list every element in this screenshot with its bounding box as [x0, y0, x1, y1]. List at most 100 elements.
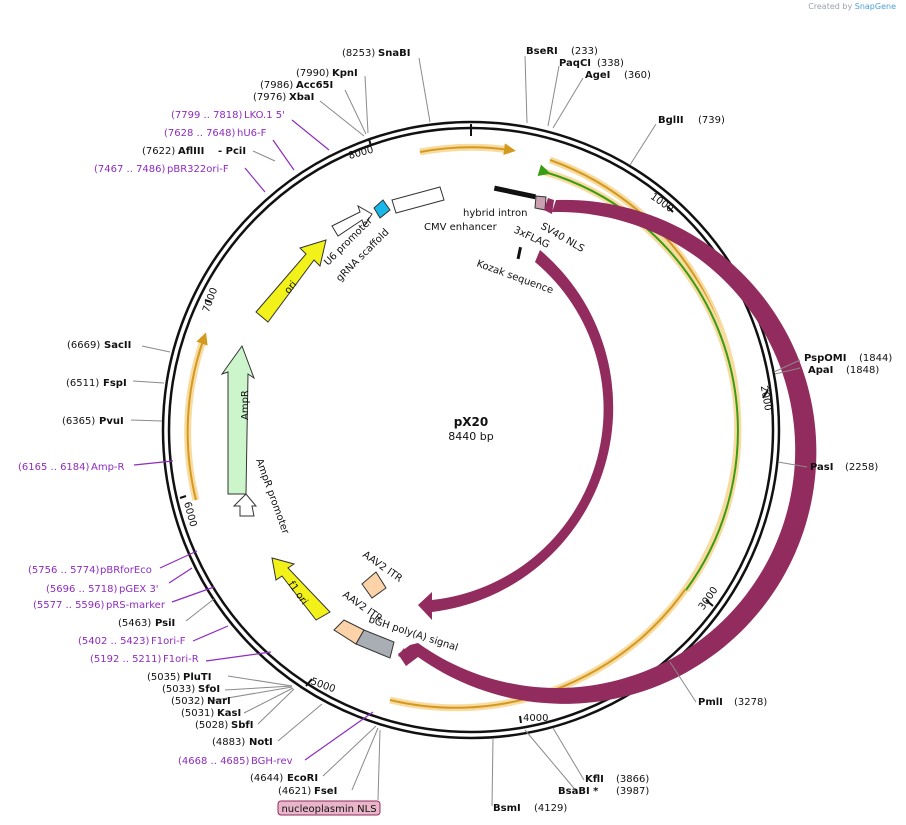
cas9-tail-feature — [398, 648, 408, 660]
site-name: SacII — [104, 340, 131, 351]
site-pos: (4883) — [212, 737, 245, 748]
primer-range: (7799 .. 7818) — [171, 110, 243, 121]
site-pos: (7976) — [253, 92, 286, 103]
primer-name: Amp-R — [91, 462, 125, 473]
site-pos: (3278) — [734, 697, 767, 708]
backbone-outer — [161, 120, 781, 740]
primer-range: (5192 .. 5211) — [90, 654, 162, 665]
primer-range: (5577 .. 5596) — [33, 600, 105, 611]
primer-name: F1ori-R — [163, 654, 199, 665]
site-pos: (3866) — [616, 774, 649, 785]
primer-name: pRS-marker — [106, 600, 166, 611]
ampr-promoter-label: AmpR promoter — [253, 457, 291, 536]
credit-prefix: Created by — [808, 2, 853, 11]
site-pos: (7990) — [296, 68, 329, 79]
u6-promoter-arrow — [331, 204, 373, 237]
leader-lines — [130, 55, 808, 807]
tick-label: 4000 — [523, 713, 548, 724]
site-name: PspOMI — [804, 353, 846, 364]
primer-range: (5756 .. 5774) — [28, 565, 100, 576]
site-name: ApaI — [808, 365, 833, 376]
site-name: NarI — [207, 696, 231, 707]
primer-name: pGEX 3' — [119, 584, 159, 595]
hybrid-intron-label: hybrid intron — [463, 208, 527, 219]
nucleoplasmin-box — [277, 800, 381, 816]
ampr-label: AmpR — [240, 390, 251, 420]
site-name: NotI — [249, 737, 273, 748]
site-name: - PciI — [218, 146, 246, 157]
cmv-enhancer-label: CMV enhancer — [424, 222, 498, 233]
primer-range: (4668 .. 4685) — [178, 756, 250, 767]
site-name: PsiI — [155, 618, 175, 629]
site-pos: (8253) — [342, 48, 375, 59]
site-pos: (6365) — [62, 416, 95, 427]
cmv-enhancer-feature — [391, 186, 445, 214]
primer-name: LKO.1 5' — [244, 110, 285, 121]
flag-feature — [534, 195, 547, 211]
site-name: SfoI — [198, 684, 220, 695]
itr-top-feature — [361, 571, 387, 599]
cas9-inner-arrow — [418, 250, 614, 620]
site-pos: (360) — [624, 70, 651, 81]
primer-name: hU6-F — [237, 128, 267, 139]
tick-marks — [179, 124, 769, 724]
site-name: AgeI — [585, 70, 610, 81]
ampr-promoter-arrow — [232, 493, 258, 517]
site-pos: (5463) — [118, 618, 151, 629]
primer-name: pBRforEco — [100, 565, 152, 576]
bgh-feature — [355, 629, 395, 659]
primer-name: BGH-rev — [251, 756, 293, 767]
site-pos: (4644) — [250, 773, 283, 784]
cas9-outer-label: Cas9 — [690, 487, 707, 514]
site-name: SnaBI — [378, 48, 410, 59]
site-name: FseI — [314, 786, 337, 797]
site-name: KpnI — [332, 68, 358, 79]
site-pos: (739) — [698, 115, 725, 126]
hybrid-intron-bar — [493, 185, 536, 200]
site-name: KasI — [217, 708, 241, 719]
site-pos: (6511) — [66, 378, 99, 389]
site-pos: (5035) — [147, 672, 180, 683]
grna-scaffold-feature — [373, 199, 391, 219]
primer-range: (6165 .. 6184) — [18, 462, 90, 473]
f1-ori-arrow — [271, 557, 331, 621]
primer-range: (5402 .. 5423) — [78, 636, 150, 647]
tick-label: 3000 — [697, 585, 721, 612]
credit-brand: SnapGene — [854, 2, 896, 11]
nucleoplasmin-label: nucleoplasmin NLS — [281, 804, 376, 815]
plasmid-size: 8440 bp — [448, 430, 493, 443]
primer-range: (7467 .. 7486) — [94, 164, 166, 175]
cas9-inner-label: Cas9 — [643, 462, 660, 489]
site-name: PmlI — [698, 697, 723, 708]
site-pos: (5033) — [162, 684, 195, 695]
site-pos: (2258) — [845, 462, 878, 473]
plasmid-name: pX20 — [454, 415, 489, 429]
ori-arrow — [255, 239, 327, 323]
primer-name: pBR322ori-F — [167, 164, 229, 175]
site-name: BsmI — [493, 803, 521, 814]
primer-name: F1ori-F — [151, 636, 186, 647]
site-name: BglII — [658, 115, 684, 126]
site-name: Acc65I — [296, 80, 333, 91]
site-pos: (6669) — [67, 340, 100, 351]
site-pos: (4129) — [534, 803, 567, 814]
site-pos: (3987) — [616, 786, 649, 797]
site-name: PaqCI — [559, 58, 591, 69]
kozak-bar — [516, 246, 522, 260]
site-name: BsaBI * — [558, 786, 599, 797]
site-name: SbfI — [231, 720, 253, 731]
site-pos: (1848) — [846, 365, 879, 376]
site-pos: (7986) — [260, 80, 293, 91]
site-name: PasI — [810, 462, 833, 473]
ampr-arrow — [220, 344, 256, 495]
primer-lines — [133, 119, 374, 761]
site-name: EcoRI — [287, 773, 318, 784]
snapgene-credit: Created by SnapGene — [808, 2, 896, 11]
site-pos: (5031) — [181, 708, 214, 719]
tick-label: 2000 — [758, 385, 773, 412]
site-name: PvuI — [99, 416, 124, 427]
site-pos: (7622) — [142, 146, 175, 157]
site-name: FspI — [103, 378, 127, 389]
site-name: AflIII — [178, 146, 204, 157]
